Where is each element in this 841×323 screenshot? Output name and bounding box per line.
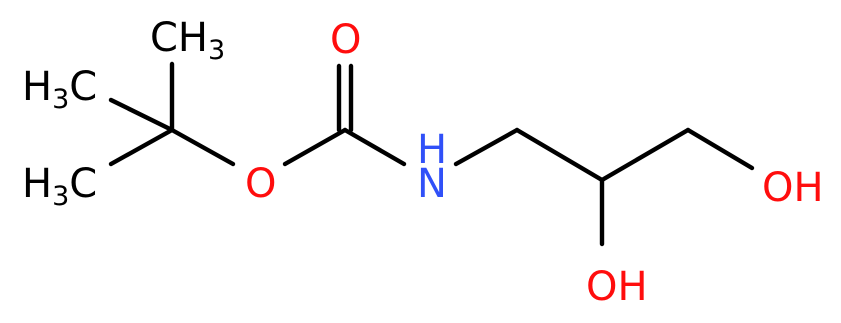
ch3-top-label: CH3 bbox=[150, 15, 225, 66]
carbonyl-oxygen-label: O bbox=[330, 17, 361, 63]
hydroxyl-right-label: OH bbox=[762, 165, 824, 211]
ch3-left-upper-label: H3C bbox=[22, 64, 97, 115]
bond-quaternary-c-to-ester-o bbox=[169, 127, 236, 167]
amine-h-label: H bbox=[417, 127, 447, 173]
atom-labels: CH3 H3C H3C O O H N OH OH bbox=[22, 15, 824, 310]
bond-ch2-to-terminal-oh bbox=[685, 127, 755, 171]
amine-n-label: N bbox=[417, 161, 447, 207]
bond-quaternary-c-to-ch3-upper bbox=[108, 97, 175, 133]
bond-choh-to-ch2 bbox=[599, 127, 691, 183]
bond-quaternary-c-to-ch3-lower bbox=[108, 127, 175, 167]
bond-ch2-to-choh bbox=[514, 127, 605, 183]
bonds bbox=[108, 61, 755, 247]
bond-ester-o-to-carbonyl-c bbox=[282, 127, 348, 167]
hydroxyl-bottom-label: OH bbox=[586, 264, 648, 310]
ester-oxygen-label: O bbox=[245, 161, 276, 207]
ch3-left-lower-label: H3C bbox=[22, 161, 97, 212]
bond-n-to-ch2 bbox=[453, 127, 520, 167]
bond-carbonyl-c-to-n bbox=[342, 127, 407, 167]
